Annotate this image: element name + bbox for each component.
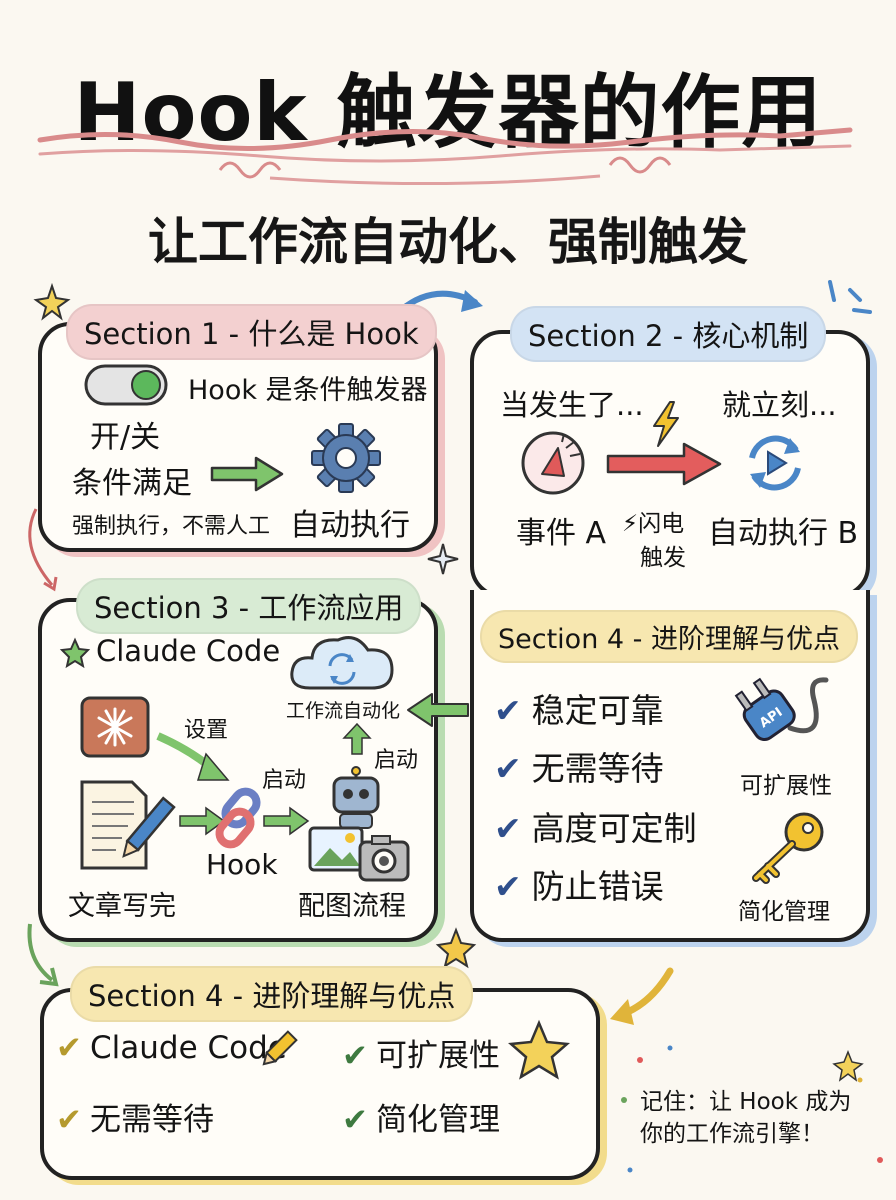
section4-bottom-tag: Section 4 - 进阶理解与优点 <box>70 966 474 1022</box>
check-icon: ✔ <box>494 691 522 730</box>
then-label: 就立刻... <box>722 388 837 422</box>
cloud-workflow-label: 工作流自动化 <box>286 700 401 722</box>
decor-sparkle-icon <box>427 543 459 575</box>
lightning-icon <box>653 401 679 447</box>
page-subtitle: 让工作流自动化、强制触发 <box>148 213 748 271</box>
check-icon: ✔ <box>494 867 522 906</box>
toggle-switch-icon <box>84 364 168 406</box>
advantage-item-2: ✔无需等待 <box>494 749 664 788</box>
advantage-item-4: ✔防止错误 <box>494 867 664 906</box>
when-label: 当发生了... <box>500 388 644 422</box>
cloud-sync-icon <box>290 636 394 690</box>
photo-camera-icon <box>308 826 410 882</box>
chain-link-icon <box>215 787 261 849</box>
arrow-right-green-3 <box>263 806 310 836</box>
confetti-decoration <box>621 1045 883 1173</box>
footer-note-line1: 记住：让 Hook 成为 <box>640 1089 852 1115</box>
section2-tag: Section 2 - 核心机制 <box>510 306 827 362</box>
auto-exec-label: 自动执行 <box>290 508 410 543</box>
check-icon: ✔ <box>56 1030 82 1066</box>
robot-icon <box>332 766 380 829</box>
star-icon <box>59 637 91 669</box>
condition-label: 条件满足 <box>72 466 192 501</box>
setup-label: 设置 <box>184 718 229 743</box>
check-icon: ✔ <box>342 1038 368 1074</box>
claude-code-label: Claude Code <box>96 634 281 668</box>
play-cycle-icon <box>749 435 801 491</box>
toggle-label: 开/关 <box>90 420 161 455</box>
lightning-trigger-label-2: 触发 <box>640 545 686 571</box>
decor-green-arrow <box>27 923 59 987</box>
arrow-right-green-2 <box>179 806 226 836</box>
action-label: 自动执行 B <box>708 516 859 551</box>
document-pen-icon <box>80 780 176 870</box>
section3-card <box>38 598 438 942</box>
section4-right-tag: Section 4 - 进阶理解与优点 <box>480 610 858 663</box>
doc-done-label: 文章写完 <box>68 891 176 922</box>
bottom-item-2: ✔可扩展性 <box>342 1038 500 1074</box>
decor-star-icon-2 <box>435 927 477 969</box>
gear-icon <box>311 423 381 493</box>
check-icon: ✔ <box>342 1102 368 1138</box>
hook-definition: Hook 是条件触发器 <box>188 375 428 406</box>
section1-tag: Section 1 - 什么是 Hook <box>66 304 437 360</box>
bottom-item-1: ✔Claude Code <box>56 1030 287 1066</box>
arrow-down-right-green <box>156 732 230 781</box>
arrow-left-green <box>407 693 469 727</box>
decor-drops-icon <box>828 280 872 314</box>
decor-curl-arrow <box>28 508 58 592</box>
bottom-item-3: ✔无需等待 <box>56 1102 214 1138</box>
star-icon-big <box>507 1019 571 1080</box>
key-icon <box>752 812 824 884</box>
simple-manage-label: 简化管理 <box>738 899 830 925</box>
check-icon: ✔ <box>494 809 522 848</box>
decor-yellow-arrow <box>610 967 674 1025</box>
extensible-label: 可扩展性 <box>740 773 832 799</box>
claude-logo-icon <box>80 696 150 758</box>
arrow-right-icon-red <box>606 442 722 486</box>
api-plug-icon: API <box>734 677 829 741</box>
title-underline-decoration <box>37 127 853 186</box>
bottom-item-4: ✔简化管理 <box>342 1102 500 1138</box>
footer-note-line2: 你的工作流引擎！ <box>640 1121 824 1147</box>
check-icon: ✔ <box>494 749 522 788</box>
forced-exec-label: 强制执行，不需人工 <box>72 514 271 539</box>
decor-star-icon <box>33 282 71 321</box>
start-label-1: 启动 <box>374 748 419 773</box>
event-label: 事件 A <box>516 516 607 551</box>
megaphone-icon <box>521 431 585 495</box>
section3-tag: Section 3 - 工作流应用 <box>76 578 422 634</box>
advantage-item-3: ✔高度可定制 <box>494 809 697 848</box>
hook-label: Hook <box>206 848 278 881</box>
start-label-2: 启动 <box>262 768 307 793</box>
lightning-trigger-label-1: ⚡闪电 <box>622 511 685 537</box>
check-icon: ✔ <box>56 1102 82 1138</box>
image-flow-label: 配图流程 <box>298 891 406 922</box>
pencil-icon <box>262 1030 298 1066</box>
arrow-up-green <box>342 722 372 755</box>
arrow-right-icon <box>210 456 284 492</box>
advantage-item-1: ✔稳定可靠 <box>494 691 664 730</box>
